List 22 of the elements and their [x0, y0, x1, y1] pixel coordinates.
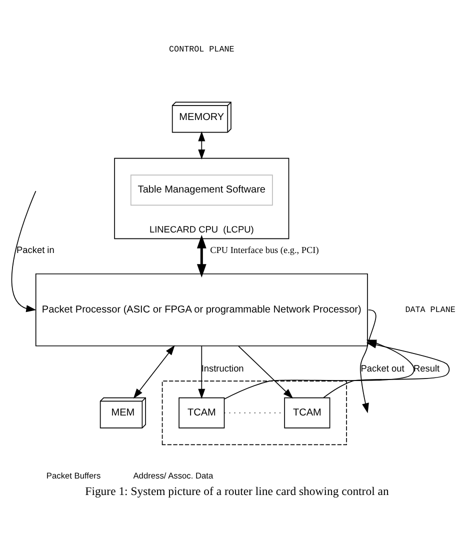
caption: Figure 1: System picture of a router line card showing control an — [85, 484, 389, 498]
arrow — [12, 190, 36, 312]
edge-label: Instruction — [201, 363, 244, 374]
edge-label: Result — [413, 363, 440, 374]
edge-label: CPU Interface bus (e.g., PCI) — [210, 244, 319, 254]
arrow — [133, 344, 175, 398]
arrow — [198, 130, 206, 160]
node-label: Packet Buffers — [46, 470, 101, 480]
arrow — [323, 340, 450, 398]
edge-label: Packet out — [360, 363, 404, 374]
node-box: TCAM — [178, 396, 225, 428]
arrow — [238, 345, 294, 398]
node-box: Table Management Software — [130, 174, 273, 206]
node-label: Address/ Assoc. Data — [133, 470, 214, 480]
edge-label: Packet in — [16, 244, 54, 254]
arrow — [196, 234, 206, 278]
label: DATA PLANE — [405, 304, 456, 314]
arrow — [198, 345, 206, 398]
node-box: Packet Processor (ASIC or FPGA or programmable Network Processor) — [35, 272, 368, 346]
cluster — [162, 380, 347, 445]
node-box: TCAM — [284, 396, 330, 428]
label: CONTROL PLANE — [169, 44, 234, 54]
